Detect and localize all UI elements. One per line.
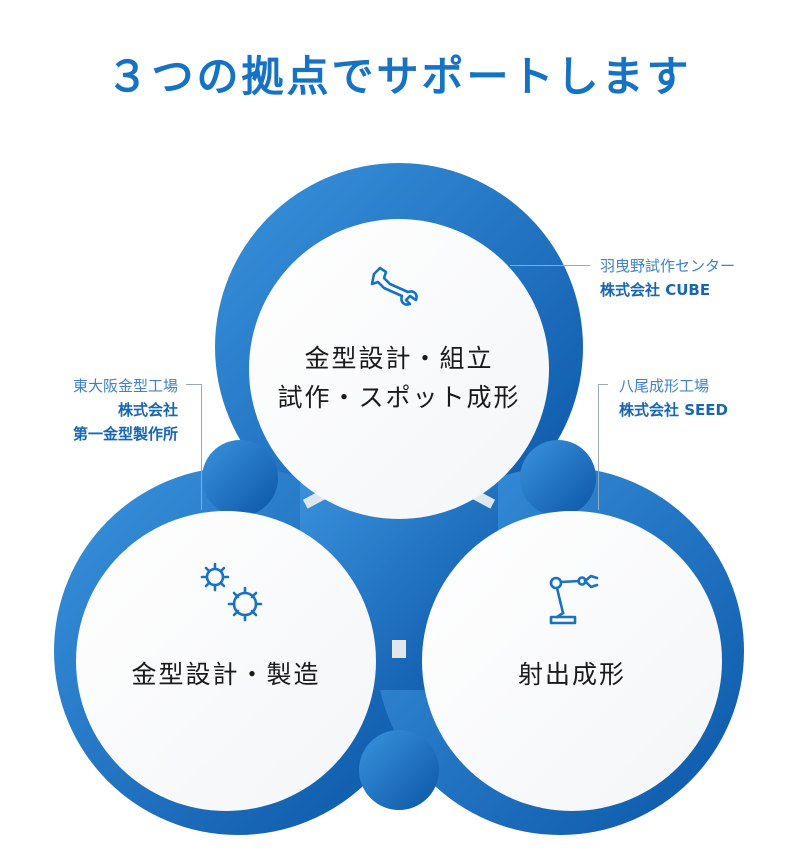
wrench-icon (370, 266, 418, 306)
leader-right-horizontal (598, 384, 608, 385)
leader-top-horizontal (510, 265, 590, 266)
page-title: ３つの拠点でサポートします (106, 52, 692, 101)
leader-left-vertical (201, 384, 202, 510)
circle-bottom-left-label: 金型設計・製造 (76, 656, 376, 695)
circle-top-line2: 試作・スポット成形 (277, 382, 521, 412)
location-top-site: 羽曳野試作センター (600, 257, 736, 275)
location-top-company: 株式会社 CUBE (600, 281, 711, 299)
separator-bottom (392, 640, 406, 658)
location-right-company: 株式会社 SEED (619, 401, 728, 419)
circle-bottom-right-label: 射出成形 (422, 656, 722, 695)
circle-bottom-right (422, 511, 722, 811)
location-left-company-line1: 株式会社 (117, 401, 178, 419)
location-top: 羽曳野試作センター 株式会社 CUBE (600, 254, 735, 302)
location-right-site: 八尾成形工場 (619, 377, 710, 395)
location-left-site: 東大阪金型工場 (72, 377, 178, 395)
leader-right-vertical (598, 384, 599, 510)
circle-bottom-right-line1: 射出成形 (517, 660, 626, 689)
circle-bottom-left (76, 511, 376, 811)
circle-top-line1: 金型設計・組立 (304, 344, 494, 373)
leader-left-horizontal (186, 384, 202, 385)
robot-arm-icon (549, 574, 599, 625)
location-right: 八尾成形工場 株式会社 SEED (619, 374, 728, 422)
circle-bottom-left-line1: 金型設計・製造 (131, 660, 321, 689)
gears-icon (200, 562, 263, 622)
circle-top (249, 219, 549, 519)
location-left-company-line2: 第一金型製作所 (72, 425, 178, 443)
location-left: 東大阪金型工場 株式会社 第一金型製作所 (18, 374, 178, 446)
circle-top-label: 金型設計・組立 試作・スポット成形 (249, 340, 549, 418)
